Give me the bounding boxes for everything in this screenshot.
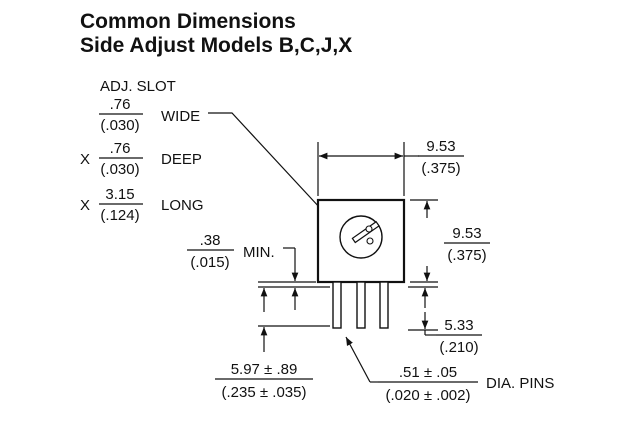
slot-leader-line	[208, 112, 347, 237]
pin-diameter-leader	[345, 336, 371, 383]
slot-wide-mm: .76	[110, 96, 131, 113]
slot-deep-label: DEEP	[161, 151, 202, 168]
body-width-inch: (.375)	[421, 160, 460, 177]
adjust-slot	[351, 220, 380, 244]
title-line-1: Common Dimensions	[80, 10, 296, 33]
slot-wide-label: WIDE	[161, 108, 200, 125]
adj-slot-heading: ADJ. SLOT	[100, 78, 176, 95]
slot-long-label: LONG	[161, 197, 204, 214]
knob-detail-lower	[366, 237, 374, 245]
pin-spacing-inch: (.210)	[439, 339, 478, 356]
standoff-inch: (.015)	[190, 254, 229, 271]
pin-diameter-label: DIA. PINS	[486, 375, 554, 392]
standoff-label: MIN.	[243, 244, 275, 261]
pin-diameter-inch: (.020 ± .002)	[386, 387, 471, 404]
pin-diameter-mm: .51 ± .05	[399, 364, 457, 381]
pin-right	[379, 281, 389, 329]
pin-spacing-mm: 5.33	[444, 317, 473, 334]
title-line-2: Side Adjust Models B,C,J,X	[80, 34, 353, 57]
slot-long-mm: 3.15	[105, 186, 134, 203]
pin-length-mm: 5.97 ± .89	[231, 361, 298, 378]
pin-length-inch: (.235 ± .035)	[222, 384, 307, 401]
pin-middle	[356, 281, 366, 329]
body-height-inch: (.375)	[447, 247, 486, 264]
slot-long-inch: (.124)	[100, 207, 139, 224]
slot-deep-inch: (.030)	[100, 161, 139, 178]
slot-wide-inch: (.030)	[100, 117, 139, 134]
pin-left	[332, 281, 342, 329]
body-height-mm: 9.53	[452, 225, 481, 242]
standoff-mm: .38	[200, 232, 221, 249]
body-width-mm: 9.53	[426, 138, 455, 155]
slot-deep-prefix: X	[80, 151, 90, 168]
knob-detail-upper	[365, 225, 373, 233]
slot-long-prefix: X	[80, 197, 90, 214]
slot-deep-mm: .76	[110, 140, 131, 157]
